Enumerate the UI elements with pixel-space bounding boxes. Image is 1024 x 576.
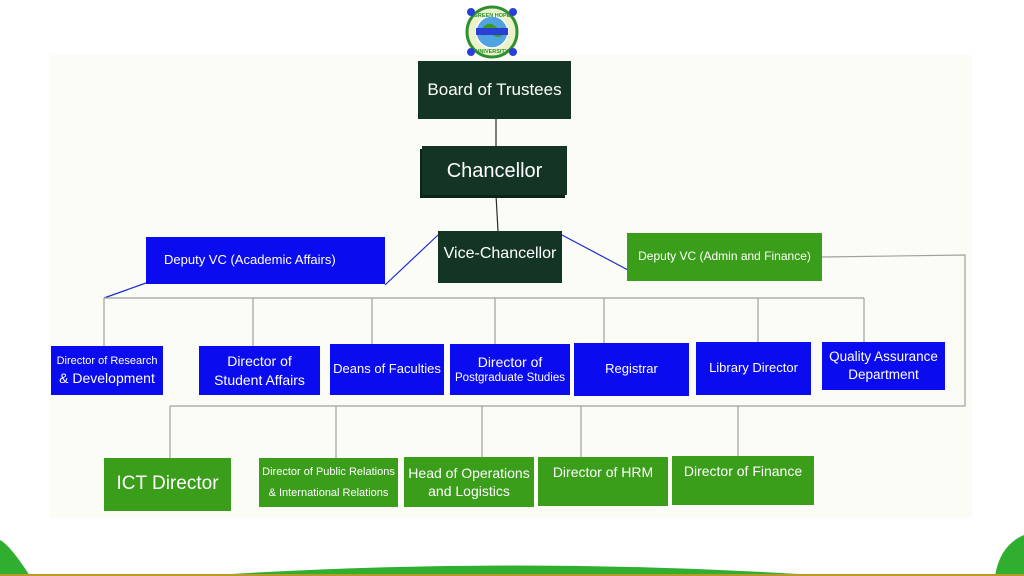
box-board-of-trustees: Board of Trustees [418,61,571,119]
label-chancellor: Chancellor [446,159,543,182]
box-director-finance: Director of Finance [672,456,814,505]
label-ict-director: ICT Director [116,473,219,495]
connector-vc-deputy-admin [561,234,629,271]
label-vice-chancellor: Vice-Chancellor [443,245,557,262]
box-head-of-operations: Head of Operations and Logistics [404,457,534,507]
label-operations-line2: and Logistics [428,483,510,499]
svg-text:GREEN HOPE: GREEN HOPE [474,13,511,19]
box-vice-chancellor: Vice-Chancellor [438,231,562,283]
box-director-public-relations: Director of Public Relations & Internati… [259,458,398,507]
label-student-affairs-line2: Student Affairs [214,371,305,388]
label-postgraduate-line2: Postgraduate Studies [455,372,565,385]
label-director-finance: Director of Finance [683,463,803,479]
label-public-relations-line1: Director of Public Relations [262,465,395,478]
label-deans-of-faculties: Deans of Faculties [333,361,441,377]
connector-vc-deputy-academic [384,234,439,286]
box-director-hrm: Director of HRM [538,457,668,506]
box-library-director: Library Director [696,342,811,395]
connector-deputy-admin-bus [170,254,966,407]
box-quality-assurance: Quality Assurance Department [822,342,945,390]
label-operations-line1: Head of Operations [408,464,530,481]
box-deputy-vc-academic: Deputy VC (Academic Affairs) [146,237,385,284]
connector-chancellor-vc [495,194,499,232]
label-director-hrm: Director of HRM [552,464,654,480]
footer-decoration [0,535,1024,576]
label-deputy-vc-academic: Deputy VC (Academic Affairs) [164,252,336,268]
label-research-line2: & Development [59,369,155,386]
box-deputy-vc-admin: Deputy VC (Admin and Finance) [627,233,822,281]
label-research-line1: Director of Research [56,355,158,368]
chart-panel [50,55,972,518]
label-quality-line2: Department [848,367,919,382]
box-director-research: Director of Research & Development [51,346,163,395]
university-logo: GREEN HOPE UNIVERSITY [465,5,519,59]
label-quality-line1: Quality Assurance [829,349,938,365]
label-deputy-vc-admin: Deputy VC (Admin and Finance) [638,249,811,264]
box-ict-director: ICT Director [104,458,231,511]
connector-deputy-academic-bus [103,282,147,299]
label-student-affairs-line1: Director of [227,353,292,370]
box-director-student-affairs: Director of Student Affairs [199,346,320,395]
label-library-director: Library Director [709,360,798,376]
box-director-postgraduate: Director of Postgraduate Studies [450,344,570,395]
label-postgraduate-line1: Director of [477,353,543,370]
label-registrar: Registrar [605,361,658,377]
box-deans-of-faculties: Deans of Faculties [330,344,444,395]
box-registrar: Registrar [574,343,689,396]
label-public-relations-line2: & International Relations [268,486,389,499]
svg-text:UNIVERSITY: UNIVERSITY [475,49,508,55]
box-chancellor: Chancellor [422,146,567,195]
label-board-of-trustees: Board of Trustees [427,79,562,99]
